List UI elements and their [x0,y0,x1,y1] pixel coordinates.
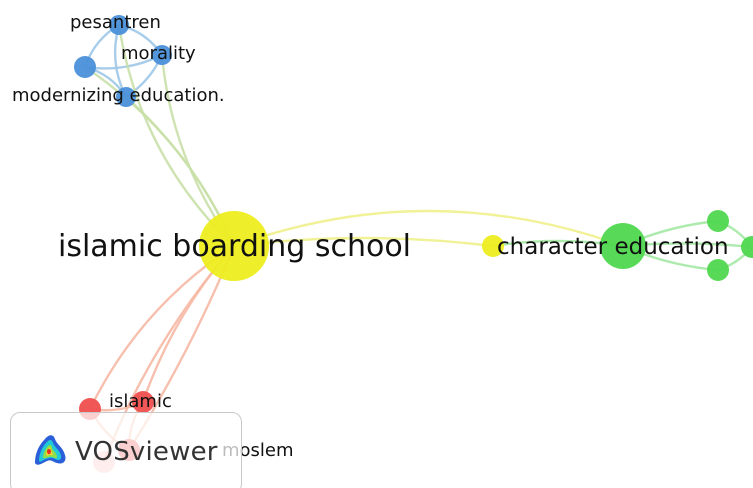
node-yel2[interactable] [482,235,504,257]
node-green4[interactable] [741,236,753,258]
node-blue4[interactable] [74,56,96,78]
label-chared[interactable]: character education [497,234,729,260]
node-green3[interactable] [707,259,729,281]
node-chared[interactable] [600,223,646,269]
node-islamic[interactable] [132,391,154,413]
vosviewer-density-logo-icon [35,435,66,465]
node-pesantren[interactable] [109,15,129,35]
node-modernizing[interactable] [116,87,136,107]
label-modernizing[interactable]: modernizing education. [12,85,225,106]
node-green2[interactable] [707,210,729,232]
vosviewer-title: VOSviewer [75,437,218,467]
vosviewer-badge: VOSviewer [10,412,242,488]
label-morality[interactable]: morality [121,43,196,64]
node-ibs[interactable] [199,211,269,281]
label-pesantren[interactable]: pesantren [70,12,161,33]
link-ibs-chared [233,209,624,248]
node-morality[interactable] [152,45,172,65]
label-islamic[interactable]: islamic [109,391,172,412]
labels-layer: pesantren morality modernizing education. i… [12,12,729,461]
label-ibs[interactable]: islamic boarding school [58,229,411,264]
